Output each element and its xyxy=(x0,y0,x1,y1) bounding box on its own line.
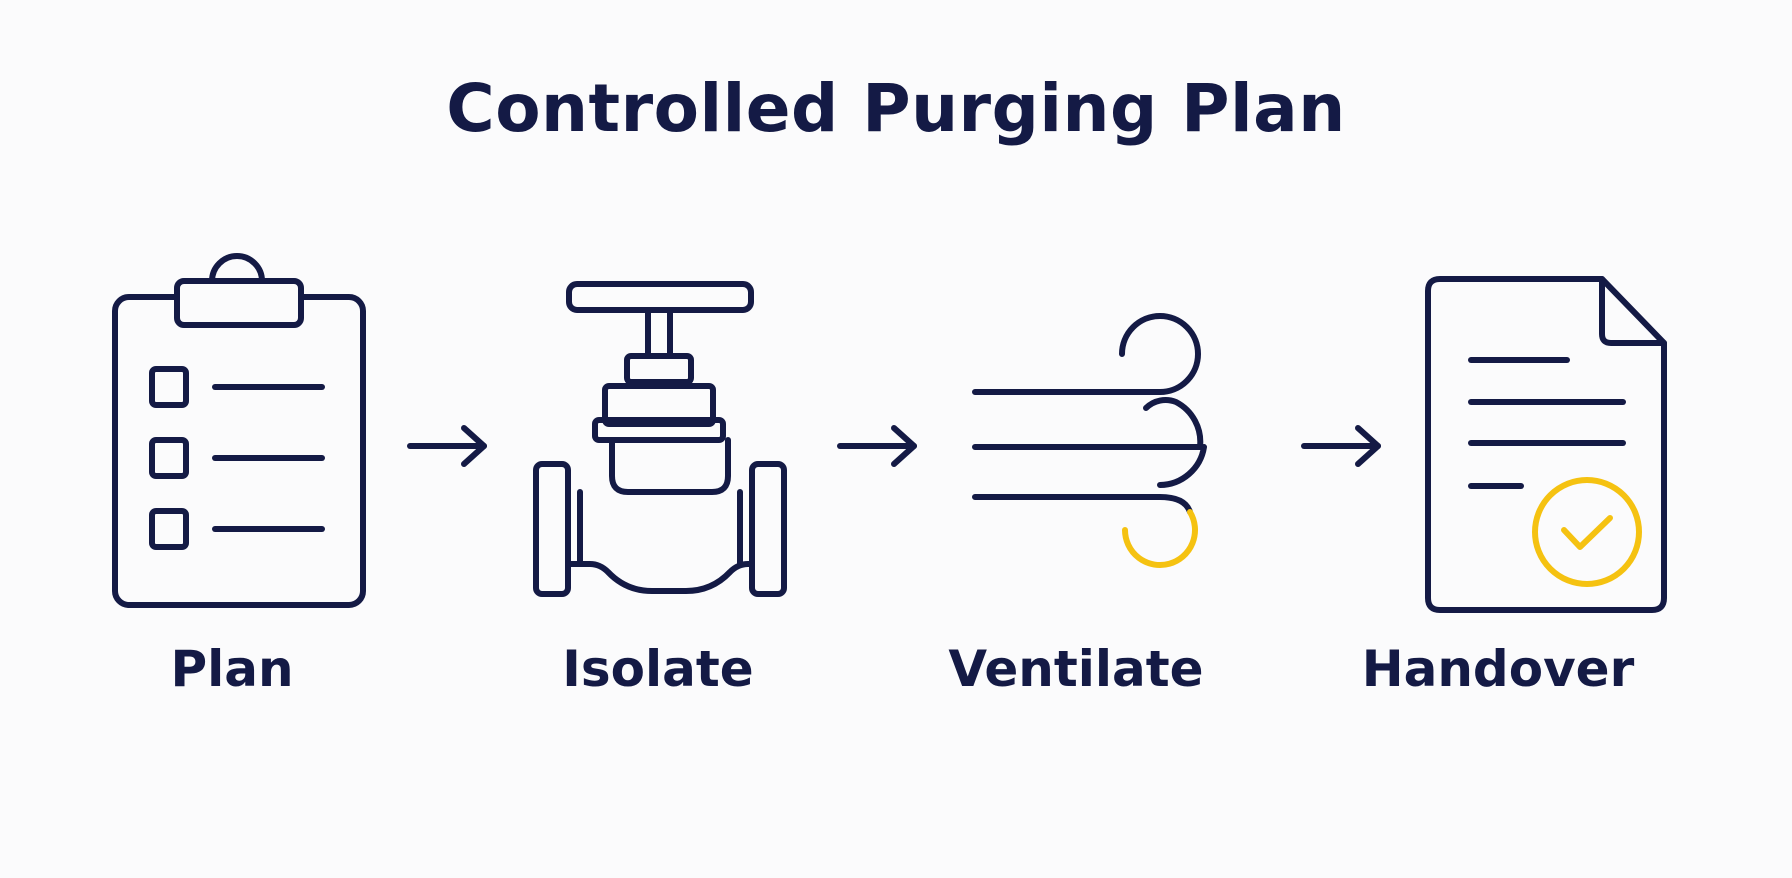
arrow-right-icon xyxy=(837,425,917,467)
step-label-ventilate: Ventilate xyxy=(948,640,1204,698)
arrow-right-icon xyxy=(1301,425,1381,467)
document-check-icon xyxy=(1425,276,1667,613)
valve-icon xyxy=(533,281,787,597)
clipboard-checklist-icon xyxy=(112,253,366,608)
step-label-handover: Handover xyxy=(1361,640,1635,698)
diagram-title: Controlled Purging Plan xyxy=(446,70,1346,147)
wind-icon xyxy=(972,313,1207,568)
step-label-isolate: Isolate xyxy=(562,640,754,698)
step-label-plan: Plan xyxy=(170,640,294,698)
arrow-right-icon xyxy=(407,425,487,467)
